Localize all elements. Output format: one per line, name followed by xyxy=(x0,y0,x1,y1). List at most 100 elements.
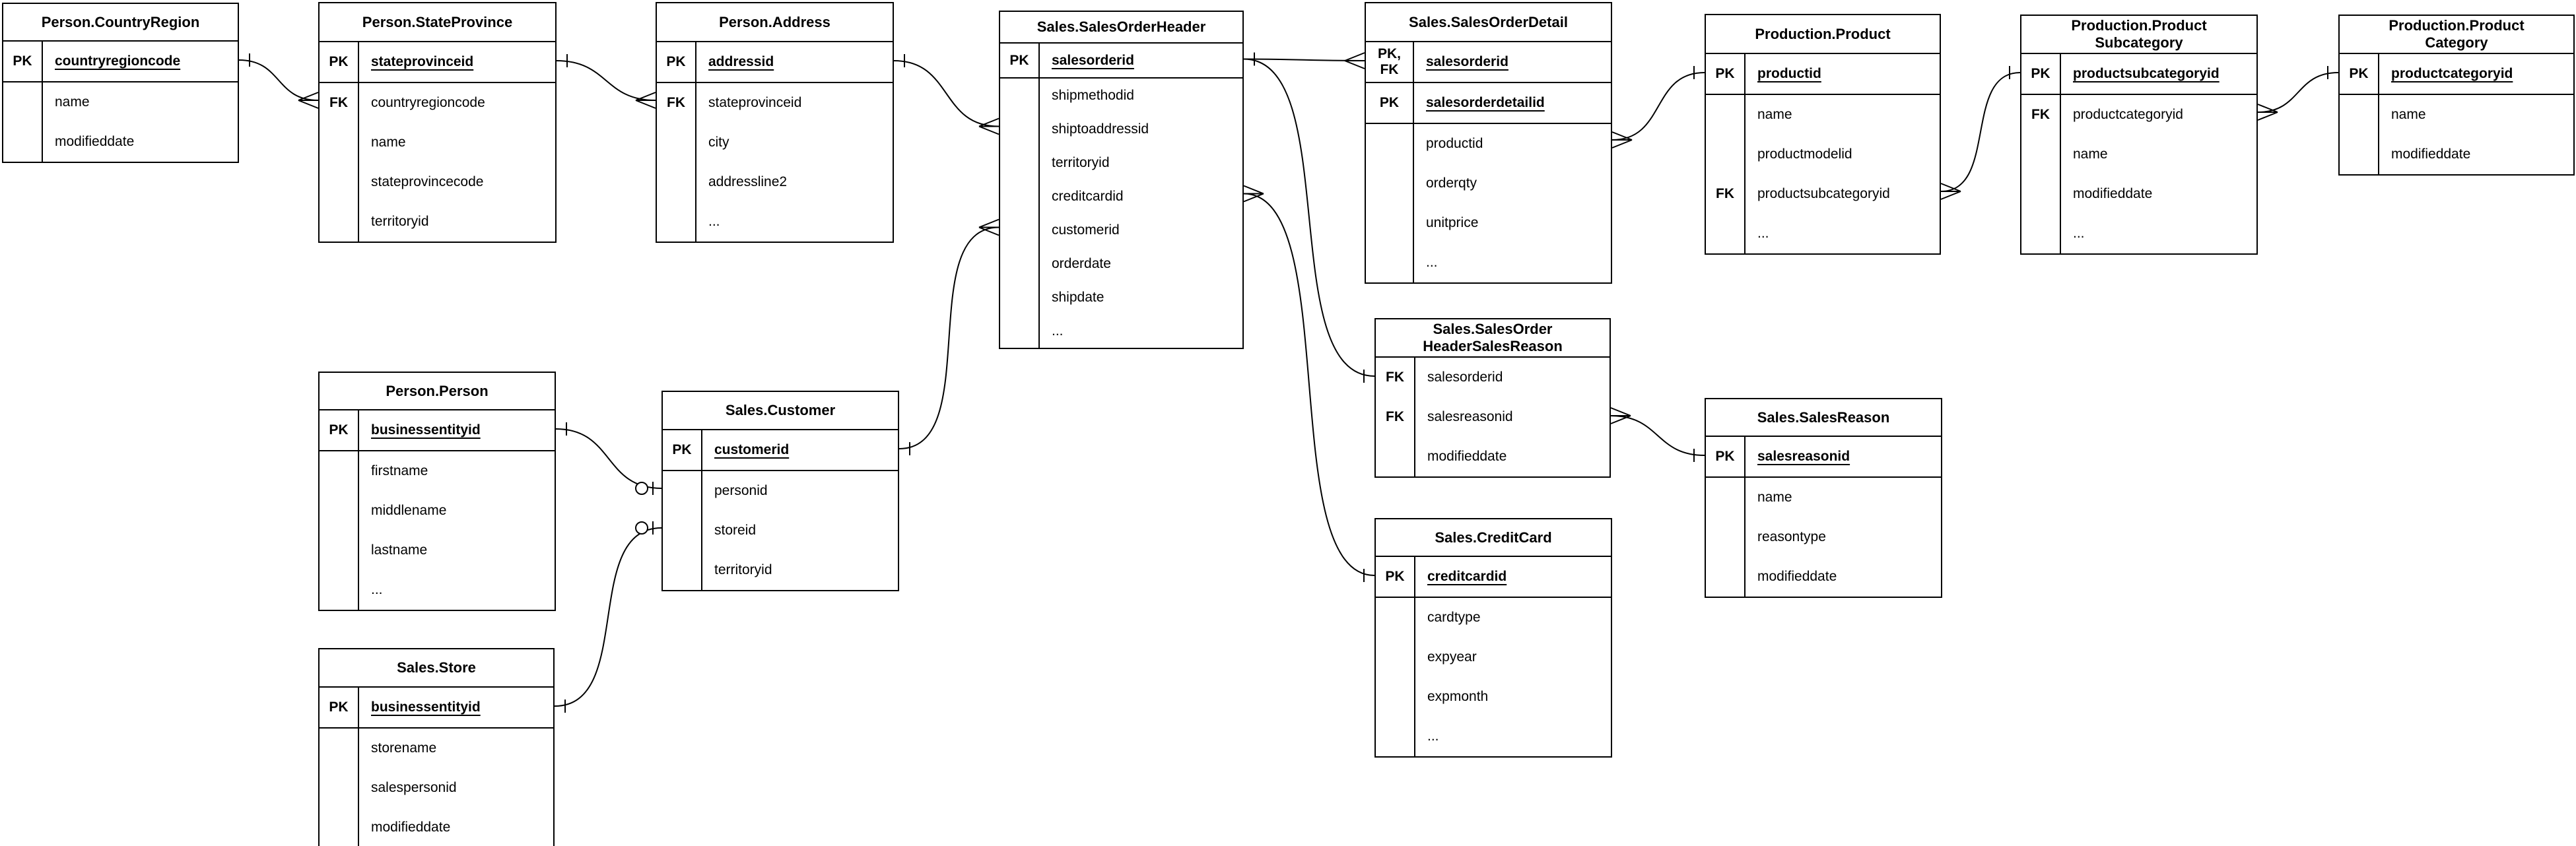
field-row: expmonth xyxy=(1376,677,1611,717)
key-label xyxy=(1000,213,1040,247)
field-name: shiptoaddressid xyxy=(1052,121,1149,137)
relationship-stateprovince-address xyxy=(556,54,656,109)
field-name: stateprovinceid xyxy=(708,95,802,110)
field-name: name xyxy=(55,94,90,110)
key-label xyxy=(657,123,696,162)
field-row: orderdate xyxy=(1000,247,1242,280)
field-row: name xyxy=(2340,95,2573,135)
field-name: modifieddate xyxy=(2391,146,2471,162)
key-label xyxy=(657,162,696,202)
key-label: FK xyxy=(1376,397,1415,437)
key-label xyxy=(320,808,359,846)
field-row: shipdate xyxy=(1000,280,1242,314)
field-name: unitprice xyxy=(1426,215,1479,230)
entity-title: Person.StateProvince xyxy=(320,3,555,42)
field-name: name xyxy=(1757,490,1792,505)
relationship-salesorderdetail-product xyxy=(1611,66,1705,148)
field-compartment: name reasontype modifieddate xyxy=(1706,478,1941,597)
field-name: productmodelid xyxy=(1757,146,1852,162)
key-label xyxy=(663,511,702,550)
field-row: city xyxy=(657,123,893,162)
key-label: PK xyxy=(663,430,702,470)
field-name: storename xyxy=(371,740,437,756)
key-label xyxy=(320,202,359,242)
field-row: lastname xyxy=(320,531,555,570)
field-row: firstname xyxy=(320,451,555,491)
field-row: modifieddate xyxy=(1706,557,1941,597)
field-row: name xyxy=(2021,135,2256,174)
field-row: name xyxy=(1706,478,1941,517)
key-label xyxy=(2021,214,2061,253)
entity-title: Production.Product Category xyxy=(2340,16,2573,54)
key-label: PK xyxy=(1000,44,1040,77)
key-label xyxy=(1376,437,1415,476)
field-row: shiptoaddressid xyxy=(1000,112,1242,146)
field-name: creditcardid xyxy=(1052,188,1124,204)
entity-title: Sales.SalesOrder HeaderSalesReason xyxy=(1376,319,1610,358)
field-name: modifieddate xyxy=(371,820,451,835)
field-row: name xyxy=(1706,95,1940,135)
field-name: addressid xyxy=(708,54,774,69)
key-label xyxy=(1706,95,1746,135)
entity-title: Person.CountryRegion xyxy=(3,4,238,42)
key-label xyxy=(1706,478,1746,517)
field-name: addressline2 xyxy=(708,174,788,189)
field-name: expmonth xyxy=(1427,689,1489,704)
key-label: PK xyxy=(1706,437,1746,476)
field-name: modifieddate xyxy=(55,134,135,149)
field-name: territoryid xyxy=(1052,154,1110,170)
entity-title: Person.Address xyxy=(657,3,893,42)
entity-title: Production.Product Subcategory xyxy=(2021,16,2256,54)
field-name: orderdate xyxy=(1052,255,1111,271)
field-row: territoryid xyxy=(320,202,555,242)
key-label xyxy=(1000,79,1040,112)
field-row: ... xyxy=(1366,243,1611,282)
key-label xyxy=(1000,112,1040,146)
key-label xyxy=(320,123,359,162)
field-row: territoryid xyxy=(1000,146,1242,179)
field-row: ... xyxy=(1376,717,1611,756)
key-label: FK xyxy=(1376,358,1415,397)
field-name: salespersonid xyxy=(371,780,457,795)
field-name: ... xyxy=(371,582,383,597)
field-row: ... xyxy=(1706,214,1940,253)
key-label xyxy=(1706,214,1746,253)
entity-title: Person.Person xyxy=(320,373,555,410)
relationship-salesorderheader-creditcard xyxy=(1243,185,1375,582)
field-name: shipdate xyxy=(1052,289,1104,305)
field-row: modifieddate xyxy=(320,808,553,846)
field-name: name xyxy=(2073,146,2108,162)
key-label: FK xyxy=(320,83,359,123)
relationship-address-salesorderheader xyxy=(893,54,1000,135)
key-label: PK xyxy=(3,42,43,81)
field-name: salesorderid xyxy=(1052,52,1134,68)
field-row: salespersonid xyxy=(320,768,553,808)
field-name: ... xyxy=(1426,255,1438,270)
field-name: businessentityid xyxy=(371,700,481,715)
field-row: modifieddate xyxy=(3,122,238,162)
key-label: PK xyxy=(1706,54,1746,94)
field-name: reasontype xyxy=(1757,529,1826,544)
field-row: modifieddate xyxy=(1376,437,1610,476)
